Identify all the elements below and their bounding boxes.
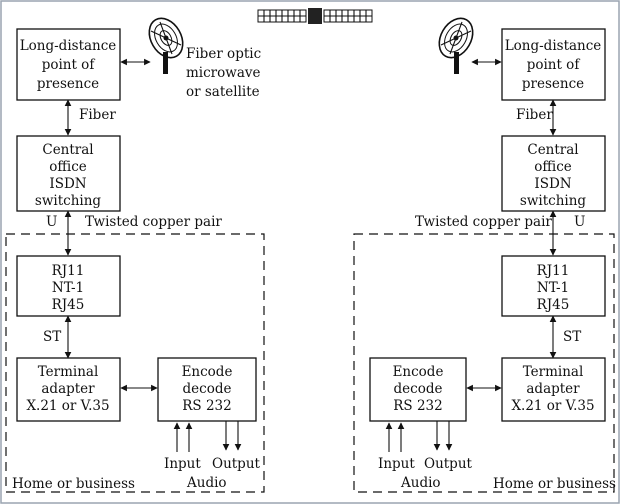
ta-left-line-2: adapter	[41, 381, 95, 397]
pop-left-line-1: Long-distance	[20, 38, 117, 54]
ta-left-line-3: X.21 or V.35	[26, 398, 109, 414]
fiber-label-left: Fiber	[79, 107, 116, 123]
nt1-box-left	[16, 255, 121, 317]
central-office-box-right	[501, 135, 606, 212]
home-business-boundary-right	[353, 233, 615, 493]
u-label-right: U	[574, 214, 585, 230]
co-right-line-1: Central	[527, 142, 578, 158]
twisted-pair-label-left: Twisted copper pair	[85, 214, 222, 230]
ta-right-line-3: X.21 or V.35	[511, 398, 594, 414]
audio-label-right: Audio	[400, 475, 441, 491]
co-right-line-2: office	[534, 159, 572, 175]
audio-arrows-left	[173, 421, 242, 452]
dish-antenna-icon-right	[438, 17, 474, 74]
codec-right-line-1: Encode	[393, 364, 444, 380]
ta-right-line-2: adapter	[526, 381, 580, 397]
home-business-label-right: Home or business	[493, 476, 616, 492]
link-label-line-1: Fiber optic	[186, 46, 261, 62]
co-left-line-2: office	[49, 159, 87, 175]
codec-right-line-3: RS 232	[393, 398, 442, 414]
codec-left-line-1: Encode	[182, 364, 233, 380]
pop-right-line-2: point of	[527, 57, 581, 73]
co-right-line-3: ISDN	[534, 176, 571, 192]
link-label-line-2: microwave	[186, 65, 260, 81]
ta-right-line-1: Terminal	[523, 364, 584, 380]
codec-box-left	[157, 357, 257, 422]
central-office-box-left	[16, 135, 121, 212]
nt1-right-line-2: NT-1	[537, 280, 569, 296]
pop-left-line-3: presence	[37, 76, 99, 92]
nt1-box-right	[501, 255, 606, 317]
codec-box-right	[369, 357, 467, 422]
twisted-pair-label-right: Twisted copper pair	[415, 214, 552, 230]
nt1-right-line-3: RJ45	[537, 297, 570, 313]
co-left-line-3: ISDN	[49, 176, 86, 192]
output-label-left: Output	[212, 456, 261, 472]
pop-right-line-3: presence	[522, 76, 584, 92]
dish-antenna-icon-left	[148, 17, 184, 74]
st-label-left: ST	[43, 329, 61, 345]
nt1-right-line-1: RJ11	[537, 263, 570, 279]
input-label-left: Input	[164, 456, 201, 472]
ta-left-line-1: Terminal	[38, 364, 99, 380]
pop-right-line-1: Long-distance	[505, 38, 602, 54]
audio-arrows-right	[385, 421, 453, 452]
codec-left-line-2: decode	[183, 381, 232, 397]
audio-label-left: Audio	[186, 475, 227, 491]
pop-left-line-2: point of	[42, 57, 96, 73]
nt1-left-line-2: NT-1	[52, 280, 84, 296]
st-label-right: ST	[563, 329, 581, 345]
fiber-label-right: Fiber	[516, 107, 553, 123]
nt1-left-line-1: RJ11	[52, 263, 85, 279]
codec-right-line-2: decode	[394, 381, 443, 397]
input-label-right: Input	[378, 456, 415, 472]
co-left-line-4: switching	[35, 193, 101, 209]
home-business-label-left: Home or business	[12, 476, 135, 492]
output-label-right: Output	[424, 456, 473, 472]
terminal-adapter-box-left	[16, 357, 121, 422]
codec-left-line-3: RS 232	[182, 398, 231, 414]
u-label-left: U	[46, 214, 57, 230]
satellite-icon	[257, 8, 373, 24]
terminal-adapter-box-right	[501, 357, 606, 422]
co-left-line-1: Central	[42, 142, 93, 158]
pop-box-left	[16, 28, 121, 101]
home-business-boundary-left	[5, 233, 265, 493]
link-label-line-3: or satellite	[186, 84, 260, 100]
co-right-line-4: switching	[520, 193, 586, 209]
nt1-left-line-3: RJ45	[52, 297, 85, 313]
